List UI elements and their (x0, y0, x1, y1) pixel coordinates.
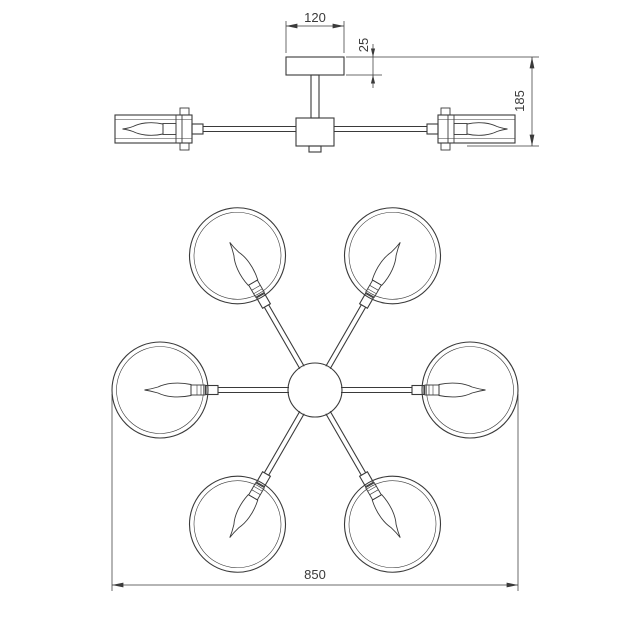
plan-arm-right (340, 341, 519, 439)
central-hub (295, 117, 335, 147)
dimension-label-fixture-height: 185 (512, 90, 527, 112)
side-arm-left (114, 107, 297, 151)
dimension-canopy-width: 120 (285, 10, 345, 53)
dimension-label-canopy-width: 120 (304, 10, 326, 25)
plan-arm-left (111, 341, 290, 439)
canopy (285, 56, 345, 76)
hub-finial (308, 145, 322, 153)
dimension-fixture-height: 185 (346, 56, 539, 147)
plan-center-hub (287, 362, 343, 418)
dimension-label-overall-diameter: 850 (304, 567, 326, 582)
dimension-canopy-height: 25 (346, 38, 382, 88)
plan-arm-upper-right (285, 189, 459, 393)
plan-arm-lower-left (171, 387, 345, 591)
dimension-label-canopy-height: 25 (356, 38, 371, 52)
stem (310, 74, 320, 119)
plan-view (111, 189, 519, 591)
dimension-overall-diameter: 850 (111, 394, 519, 591)
plan-arm-upper-left (171, 189, 345, 393)
side-arm-right (333, 107, 516, 151)
plan-arm-lower-right (285, 387, 459, 591)
side-view (114, 56, 516, 153)
